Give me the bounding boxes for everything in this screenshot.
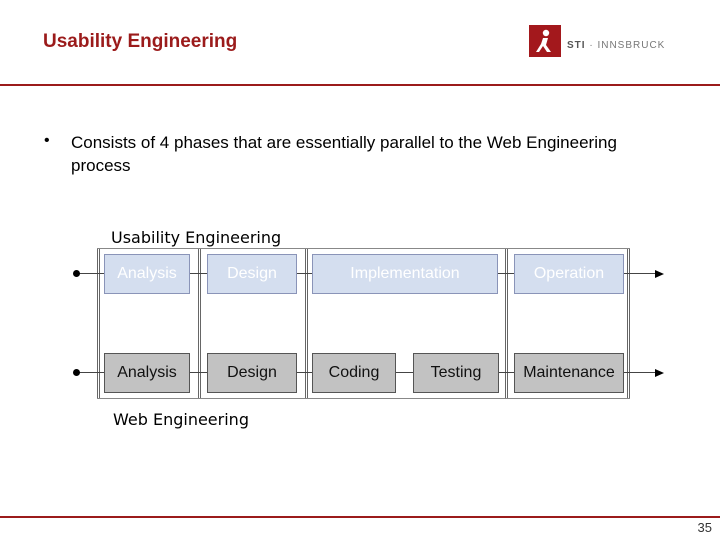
frame-line <box>305 248 306 398</box>
page-number: 35 <box>697 520 712 535</box>
sti-logo-icon <box>529 25 561 57</box>
usability-start-dot <box>73 270 80 277</box>
usability-phase-implementation: Implementation <box>312 254 498 294</box>
usability-phase-design: Design <box>207 254 297 294</box>
frame-line <box>97 248 98 398</box>
frame-line <box>629 248 630 398</box>
usability-arrow-head-icon <box>655 270 664 278</box>
web-engineering-label: Web Engineering <box>113 410 249 429</box>
usability-engineering-label: Usability Engineering <box>111 228 282 247</box>
usability-phase-operation: Operation <box>514 254 624 294</box>
frame-line <box>627 248 628 398</box>
sti-figure-icon <box>536 29 551 52</box>
slide-title: Usability Engineering <box>43 31 238 52</box>
frame-line <box>505 248 506 398</box>
frame-line <box>507 248 508 398</box>
logo-wordmark-rest: · INNSBRUCK <box>585 40 666 51</box>
bullet-marker: • <box>44 132 50 149</box>
web-phase-coding: Coding <box>312 353 396 393</box>
web-phase-analysis: Analysis <box>104 353 190 393</box>
header-divider <box>0 84 720 86</box>
frame-line <box>200 248 201 398</box>
web-phase-testing: Testing <box>413 353 499 393</box>
frame-line <box>198 248 199 398</box>
frame-line <box>307 248 308 398</box>
bullet-text: Consists of 4 phases that are essentiall… <box>71 133 617 175</box>
web-start-dot <box>73 369 80 376</box>
footer-divider <box>0 516 720 518</box>
usability-phase-analysis: Analysis <box>104 254 190 294</box>
web-arrow-head-icon <box>655 369 664 377</box>
web-phase-maintenance: Maintenance <box>514 353 624 393</box>
frame-bottom-line <box>97 398 630 399</box>
frame-top-line <box>97 248 630 249</box>
logo-wordmark: STI · INNSBRUCK <box>567 40 665 51</box>
web-phase-design: Design <box>207 353 297 393</box>
frame-line <box>99 248 100 398</box>
logo-wordmark-bold: STI <box>567 40 586 51</box>
